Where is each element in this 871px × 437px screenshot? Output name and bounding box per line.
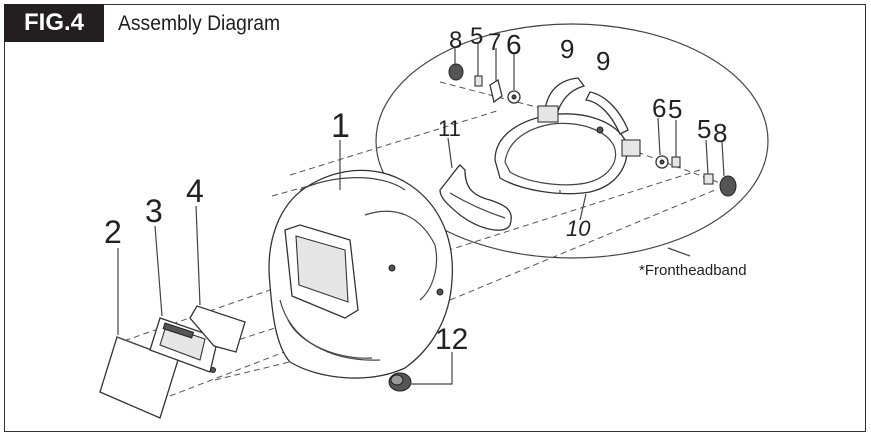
callout-9-left: 9 xyxy=(560,34,574,64)
callout-4: 4 xyxy=(186,173,204,209)
left-knob-8 xyxy=(448,63,464,81)
callout-11: 11 xyxy=(438,116,461,141)
sweatband-pad-part xyxy=(439,164,512,231)
headband-ring-part xyxy=(494,113,628,195)
figure-badge: FIG.4 xyxy=(4,4,104,42)
right-knob-8 xyxy=(719,175,737,197)
callout-6-left: 6 xyxy=(506,29,522,60)
figure-title: Assembly Diagram xyxy=(118,12,281,35)
front-headband-note: *Frontheadband xyxy=(639,262,747,279)
filter-cartridge-part xyxy=(149,317,219,373)
callout-8-right: 8 xyxy=(713,118,727,148)
left-spacer-5 xyxy=(474,75,483,87)
right-spacer-5b xyxy=(703,173,714,185)
right-hardware-stack xyxy=(655,155,737,197)
cover-lens-part xyxy=(99,336,179,419)
callout-5-right-b: 5 xyxy=(697,114,711,144)
callout-5-right: 5 xyxy=(668,94,682,124)
callout-6-right: 6 xyxy=(652,93,666,123)
adjustment-knob-part xyxy=(388,352,453,392)
callout-8-left: 8 xyxy=(449,27,462,54)
left-hardware-stack xyxy=(448,63,521,104)
callout-12: 12 xyxy=(435,323,468,356)
callout-2: 2 xyxy=(104,214,122,250)
inset-note-leader xyxy=(667,247,691,257)
inner-lens-part xyxy=(189,305,246,353)
callout-10: 10 xyxy=(566,216,591,241)
crown-strap-part xyxy=(537,77,641,157)
callout-5-left: 5 xyxy=(470,23,483,50)
left-washer-7 xyxy=(489,78,503,104)
helmet-shell-part xyxy=(268,169,454,379)
headband-inset-ellipse xyxy=(375,23,769,259)
callout-7: 7 xyxy=(488,29,501,56)
callout-leaders xyxy=(117,44,725,335)
callout-3: 3 xyxy=(145,193,163,229)
callout-9-right: 9 xyxy=(596,46,610,76)
right-spacer-5 xyxy=(671,156,681,168)
callout-1: 1 xyxy=(331,107,350,145)
